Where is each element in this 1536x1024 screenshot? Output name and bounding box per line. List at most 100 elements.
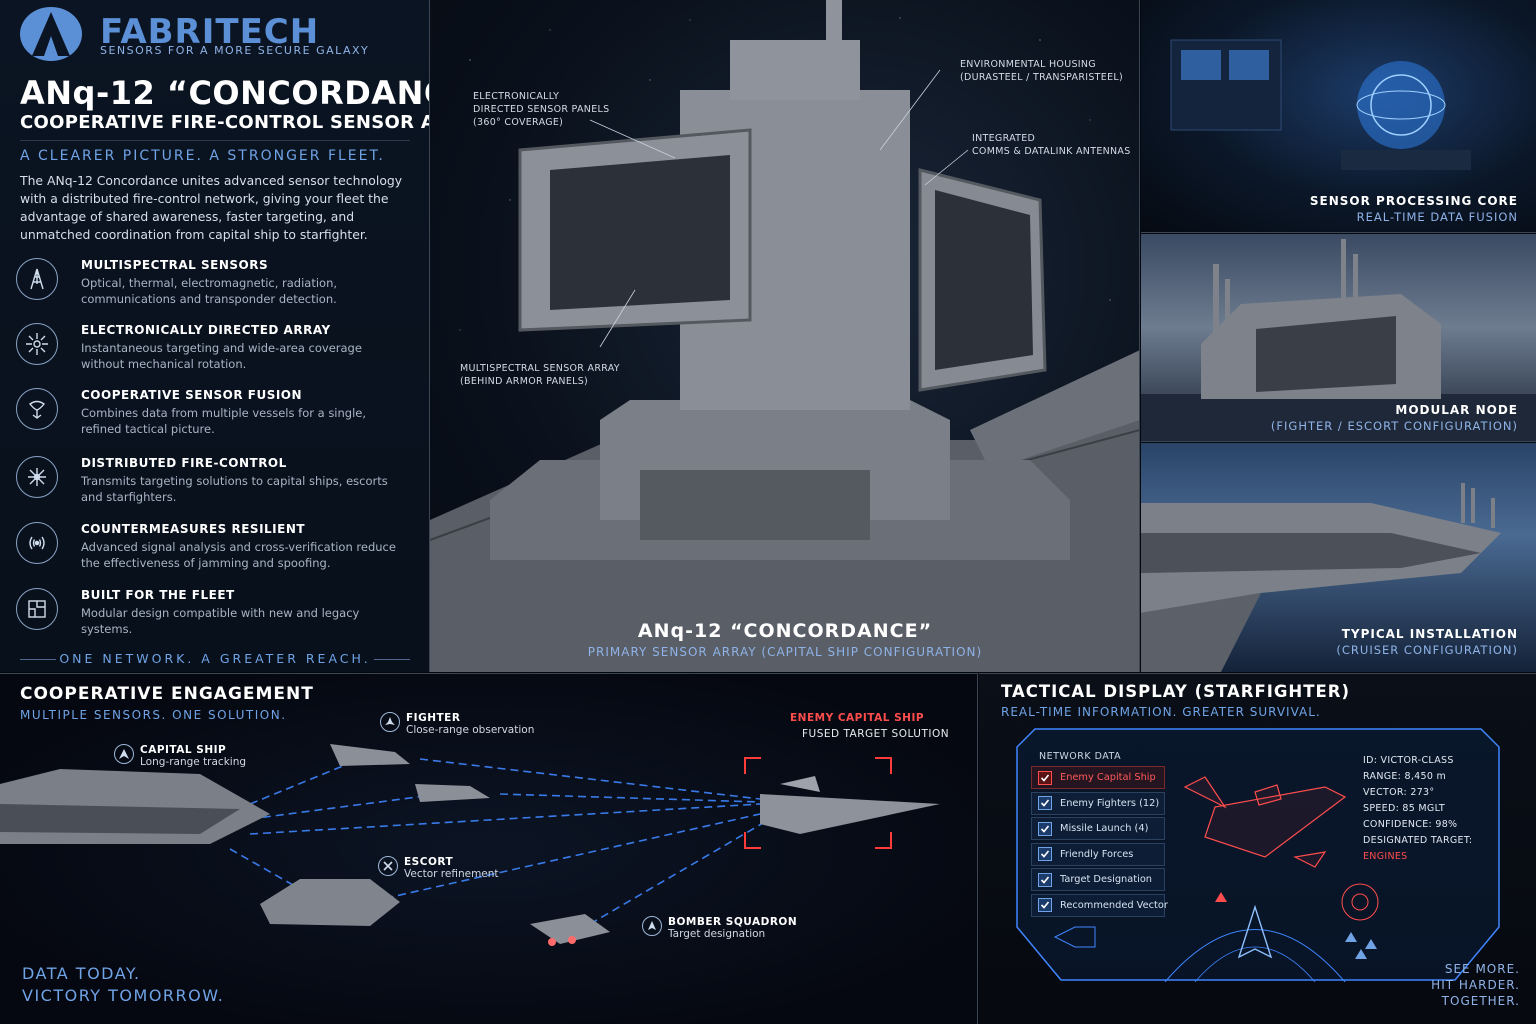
check-icon: [1038, 847, 1052, 862]
thumb-title: SENSOR PROCESSING CORE: [1309, 194, 1518, 208]
product-slogan: A CLEARER PICTURE. A STRONGER FLEET.: [20, 148, 385, 164]
thumb-processing-core: SENSOR PROCESSING CORE REAL-TIME DATA FU…: [1141, 0, 1536, 233]
signal-waves-icon: [16, 522, 58, 564]
tower-signal-icon: [16, 258, 58, 300]
hero-subtitle: PRIMARY SENSOR ARRAY (CAPITAL SHIP CONFI…: [587, 645, 983, 659]
callout-environmental-housing: ENVIRONMENTAL HOUSING (DURASTEEL / TRANS…: [960, 59, 1123, 83]
product-intro: The ANq-12 Concordance unites advanced s…: [20, 173, 403, 242]
readout-designated-target: ENGINES: [1363, 851, 1408, 862]
check-icon: [1038, 898, 1052, 913]
feature-multispectral: MULTISPECTRAL SENSORS Optical, thermal, …: [16, 258, 416, 314]
network-burst-icon: [16, 456, 58, 498]
thumb-subtitle: REAL-TIME DATA FUSION: [1356, 210, 1518, 224]
engagement-footer-line-1: DATA TODAY.: [22, 964, 141, 983]
check-icon: [1038, 821, 1052, 836]
feature-desc: Modular design compatible with new and l…: [81, 606, 360, 636]
readout-vector: VECTOR: 273°: [1363, 787, 1435, 798]
unit-bomber-squadron: BOMBER SQUADRON Target designation: [642, 916, 797, 940]
cooperative-engagement-panel: COOPERATIVE ENGAGEMENT MULTIPLE SENSORS.…: [0, 673, 978, 1024]
left-footer-tagline: ONE NETWORK. A GREATER REACH.: [20, 651, 410, 666]
network-item-friendly-forces[interactable]: Friendly Forces: [1031, 842, 1165, 866]
target-readout: ID: VICTOR-CLASS RANGE: 8,450 m VECTOR: …: [1363, 753, 1472, 865]
brand-tagline: SENSORS FOR A MORE SECURE GALAXY: [100, 44, 370, 57]
engagement-diagram: [0, 744, 940, 946]
thumb-title: TYPICAL INSTALLATION: [1341, 627, 1518, 641]
unit-escort: ESCORT Vector refinement: [378, 856, 499, 880]
engagement-footer-line-2: VICTORY TOMORROW.: [22, 986, 225, 1005]
feature-title: BUILT FOR THE FLEET: [81, 588, 235, 602]
network-item-enemy-fighters[interactable]: Enemy Fighters (12): [1031, 791, 1165, 815]
unit-name: ESCORT: [404, 856, 454, 868]
thumb-title: MODULAR NODE: [1395, 403, 1518, 417]
feature-desc: Advanced signal analysis and cross-verif…: [81, 540, 396, 570]
thumb-typical-installation: TYPICAL INSTALLATION (CRUISER CONFIGURAT…: [1141, 443, 1536, 672]
tactical-display-panel: TACTICAL DISPLAY (STARFIGHTER) REAL-TIME…: [979, 673, 1536, 1024]
feature-title: COUNTERMEASURES RESILIENT: [81, 522, 306, 536]
feature-title: MULTISPECTRAL SENSORS: [81, 258, 269, 272]
network-item-label: Recommended Vector: [1060, 899, 1168, 911]
network-item-recommended-vector[interactable]: Recommended Vector: [1031, 893, 1168, 917]
feature-desc: Instantaneous targeting and wide-area co…: [81, 341, 362, 371]
thumb-modular-node: MODULAR NODE (FIGHTER / ESCORT CONFIGURA…: [1141, 234, 1536, 442]
brand-logo: [18, 6, 84, 62]
unit-name: BOMBER SQUADRON: [668, 916, 798, 928]
check-icon: [1038, 872, 1052, 887]
escort-icon: [378, 856, 398, 876]
tactical-subtitle: REAL-TIME INFORMATION. GREATER SURVIVAL.: [1001, 705, 1321, 719]
unit-name: FIGHTER: [406, 712, 461, 724]
hero-illustration: [430, 0, 1139, 672]
engagement-title: COOPERATIVE ENGAGEMENT: [20, 684, 314, 704]
feature-countermeasures: COUNTERMEASURES RESILIENT Advanced signa…: [16, 522, 416, 578]
readout-speed: SPEED: 85 MGLT: [1363, 803, 1445, 814]
enemy-desc: FUSED TARGET SOLUTION: [802, 728, 950, 740]
product-subtitle: COOPERATIVE FIRE-CONTROL SENSOR ARRAY: [20, 112, 429, 133]
modular-node-illustration: [1141, 239, 1536, 441]
unit-capital-ship: CAPITAL SHIP Long-range tracking: [114, 744, 246, 768]
brand-name: FABRITECH: [100, 12, 320, 52]
thumb-subtitle: (FIGHTER / ESCORT CONFIGURATION): [1270, 419, 1518, 433]
array-burst-icon: [16, 323, 58, 365]
network-item-missile-launch[interactable]: Missile Launch (4): [1031, 817, 1165, 841]
left-info-panel: FABRITECH SENSORS FOR A MORE SECURE GALA…: [0, 0, 430, 672]
fusion-icon: [16, 388, 58, 430]
divider: [20, 140, 410, 141]
tactical-footer-line-2: HIT HARDER.: [1431, 978, 1520, 992]
feature-desc: Optical, thermal, electromagnetic, radia…: [81, 276, 338, 306]
tactical-title: TACTICAL DISPLAY (STARFIGHTER): [1001, 682, 1351, 701]
network-item-label: Enemy Capital Ship: [1060, 772, 1156, 783]
readout-designated-label: DESIGNATED TARGET:: [1363, 835, 1473, 846]
readout-range: RANGE: 8,450 m: [1363, 771, 1447, 782]
feature-desc: Combines data from multiple vessels for …: [81, 406, 367, 436]
unit-fighter: FIGHTER Close-range observation: [380, 712, 534, 736]
tactical-footer-line-3: TOGETHER.: [1441, 994, 1520, 1008]
tactical-footer-line-1: SEE MORE.: [1444, 962, 1520, 976]
unit-name: CAPITAL SHIP: [140, 744, 227, 756]
callout-antennas: INTEGRATED COMMS & DATALINK ANTENNAS: [972, 133, 1131, 157]
feature-directed-array: ELECTRONICALLY DIRECTED ARRAY Instantane…: [16, 323, 416, 379]
network-item-enemy-capital[interactable]: Enemy Capital Ship: [1031, 766, 1165, 789]
network-item-label: Enemy Fighters (12): [1060, 797, 1160, 809]
engagement-subtitle: MULTIPLE SENSORS. ONE SOLUTION.: [20, 708, 287, 722]
network-item-label: Target Designation: [1060, 874, 1153, 886]
unit-desc: Close-range observation: [406, 724, 535, 736]
feature-desc: Transmits targeting solutions to capital…: [81, 474, 388, 504]
cruiser-illustration: [1141, 483, 1501, 672]
product-title: ANq-12 “CONCORDANCE”: [20, 74, 429, 112]
network-data-list: Enemy Capital Ship Enemy Fighters (12) M…: [1031, 766, 1168, 920]
processing-core-illustration: [1170, 39, 1471, 170]
feature-title: ELECTRONICALLY DIRECTED ARRAY: [81, 323, 331, 337]
network-item-target-designation[interactable]: Target Designation: [1031, 868, 1165, 892]
modular-icon: [16, 588, 58, 630]
callout-multispectral-array: MULTISPECTRAL SENSOR ARRAY (BEHIND ARMOR…: [460, 363, 620, 387]
tactical-footer: SEE MORE. HIT HARDER. TOGETHER.: [1431, 961, 1520, 1009]
network-data-title: NETWORK DATA: [1039, 751, 1122, 762]
unit-desc: Vector refinement: [404, 868, 499, 880]
unit-desc: Target designation: [668, 928, 766, 940]
feature-title: DISTRIBUTED FIRE-CONTROL: [81, 456, 287, 470]
check-icon: [1038, 796, 1052, 811]
check-icon: [1038, 770, 1052, 785]
readout-confidence: CONFIDENCE: 98%: [1363, 819, 1458, 830]
readout-id: ID: VICTOR-CLASS: [1363, 755, 1454, 766]
feature-title: COOPERATIVE SENSOR FUSION: [81, 388, 303, 402]
feature-built-for-fleet: BUILT FOR THE FLEET Modular design compa…: [16, 588, 416, 644]
